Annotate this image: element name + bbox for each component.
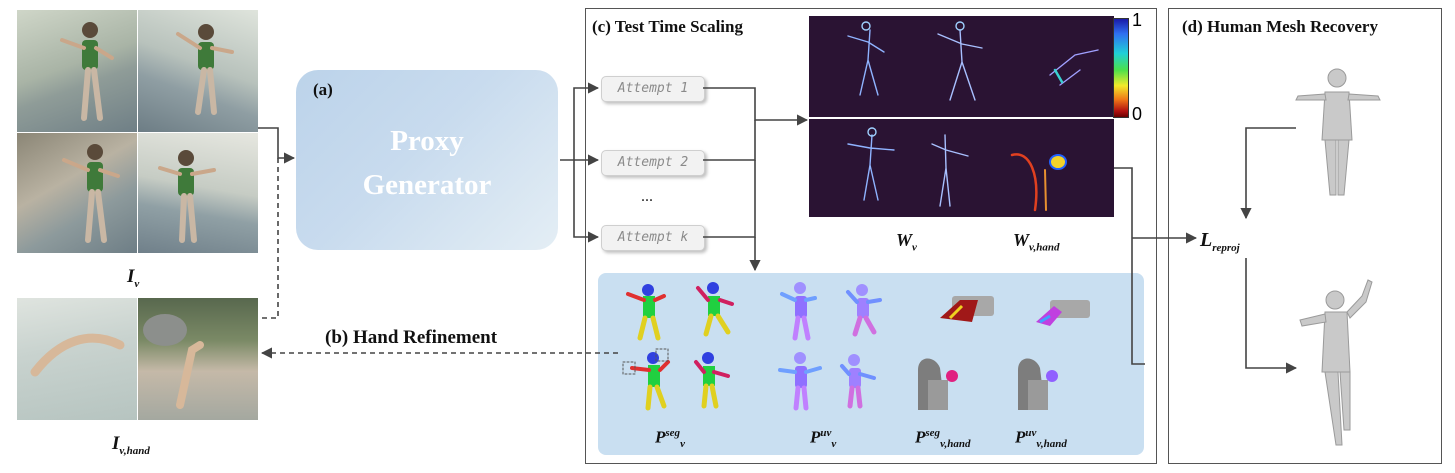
- iv-label: Iv: [127, 266, 140, 290]
- seg-figure-4: [694, 352, 730, 409]
- diagram-arrows: [258, 82, 1298, 374]
- heatmap-strokes: [847, 21, 1099, 212]
- input-image-view-1: [17, 10, 137, 132]
- segmentation-proxy-figures: [622, 282, 734, 411]
- person-figure-4: [158, 150, 216, 243]
- input-image-view-4: [138, 133, 258, 253]
- proxy-label-uv-v: Puvv: [810, 427, 837, 451]
- person-figure-3: [62, 144, 120, 243]
- colorbar-max-label: 1: [1132, 10, 1143, 30]
- generator-title-line2: Generator: [362, 169, 492, 201]
- colorbar-min-label: 0: [1132, 104, 1143, 124]
- attempt-ellipsis: ...: [641, 188, 653, 205]
- person-figure-2: [176, 24, 234, 115]
- generator-tag: (a): [313, 80, 333, 99]
- attempt-2-pill: Attempt 2: [601, 150, 705, 176]
- seg-figure-3: [630, 352, 670, 411]
- proxy-label-seg-vhand: Psegv,hand: [915, 427, 971, 451]
- uv-figure-3: [778, 352, 822, 411]
- uv-figure-4: [840, 354, 876, 409]
- uv-proxy-figures: [778, 282, 882, 411]
- colorbar: [1113, 18, 1129, 118]
- proxy-label-uv-vhand: Puvv,hand: [1015, 427, 1067, 451]
- wv-label: Wv: [896, 230, 917, 254]
- reprojection-loss-label: Lreproj: [1200, 229, 1240, 254]
- seg-figure-2: [696, 282, 734, 337]
- uv-figure-2: [846, 284, 882, 337]
- test-time-scaling-title: (c) Test Time Scaling: [592, 17, 743, 36]
- proxy-generator-block: [296, 70, 558, 250]
- iv-hand-label: Iv,hand: [112, 433, 150, 457]
- hand-proxy-figures: [918, 296, 1090, 410]
- human-mesh-recovery-box: [1168, 8, 1442, 464]
- input-person-figures: [30, 22, 234, 409]
- human-mesh-bottom: [1299, 279, 1373, 446]
- proxy-label-seg-v: Psegv: [655, 427, 685, 451]
- hand-image-view-1: [17, 298, 137, 420]
- hand-refinement-label: (b) Hand Refinement: [325, 327, 498, 348]
- heatmap-panel-top: [809, 16, 1114, 117]
- wv-hand-label: Wv,hand: [1013, 230, 1060, 254]
- seg-figure-1: [626, 284, 666, 341]
- input-image-view-3: [17, 133, 137, 253]
- human-mesh-top: [1295, 68, 1381, 196]
- human-mesh-recovery-title: (d) Human Mesh Recovery: [1182, 17, 1378, 36]
- test-time-scaling-box: [585, 8, 1157, 464]
- person-figure-1: [60, 22, 114, 121]
- attempt-1-pill: Attempt 1: [601, 76, 705, 102]
- attempt-k-pill: Attempt k: [601, 225, 705, 251]
- generator-title-line1: Proxy: [390, 125, 464, 157]
- uv-figure-1: [780, 282, 817, 341]
